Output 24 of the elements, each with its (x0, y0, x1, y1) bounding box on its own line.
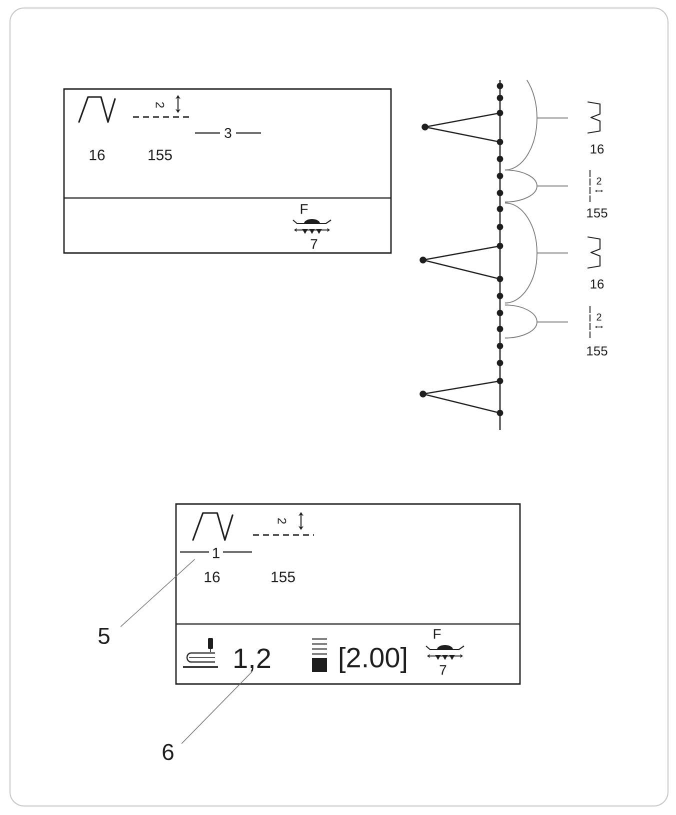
pattern-number: 155 (587, 346, 608, 356)
foot-letter: F (300, 204, 308, 214)
pattern-number: 155 (272, 572, 295, 582)
length-value: 2 (596, 178, 602, 184)
feed-number: 7 (310, 239, 318, 249)
pattern-number: 16 (204, 572, 220, 582)
pattern-number: 16 (590, 279, 604, 289)
tension-value: [2.00] (340, 646, 406, 674)
length-value: 2 (278, 518, 286, 524)
sequence-number: 1 (180, 548, 252, 558)
pattern-number: 155 (587, 208, 608, 218)
sequence-number: 3 (195, 128, 261, 138)
length-value: 2 (596, 314, 602, 320)
leader-line (181, 671, 252, 744)
pattern-number: 155 (148, 150, 172, 160)
callout-number: 6 (162, 744, 174, 760)
pattern-number: 16 (590, 144, 604, 154)
callout-number: 5 (98, 628, 110, 644)
pattern-number: 16 (90, 150, 105, 160)
leader-line (120, 558, 196, 628)
length-value: 2 (156, 102, 164, 108)
feed-number: 7 (440, 665, 446, 675)
height-value: 1,2 (234, 648, 270, 672)
foot-letter: F (434, 629, 441, 639)
